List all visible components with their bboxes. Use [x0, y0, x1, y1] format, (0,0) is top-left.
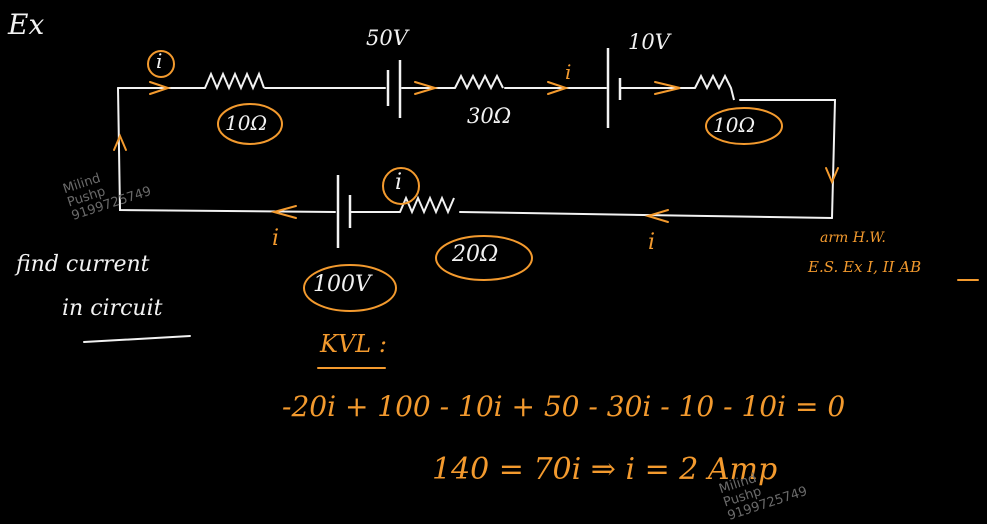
homework-line-2: E.S. Ex I, II AB — [808, 258, 922, 276]
resistor-r1 — [204, 71, 265, 91]
label-r3: 10Ω — [713, 113, 756, 137]
battery-v1 — [386, 60, 402, 118]
circuit-wires — [117, 87, 837, 219]
underlines — [83, 279, 979, 369]
current-arrows — [113, 81, 839, 223]
example-heading: Ex — [8, 8, 45, 41]
resistor-r4 — [399, 195, 455, 215]
circuit-board — [83, 48, 979, 369]
current-label-top-mid: i — [565, 60, 572, 84]
current-label-bottom-right: i — [648, 230, 656, 255]
label-r4: 20Ω — [452, 242, 499, 267]
kvl-equation: -20i + 100 - 10i + 50 - 30i - 10 - 10i =… — [282, 390, 846, 423]
label-v2: 10V — [628, 30, 670, 54]
resistor-r3 — [694, 73, 735, 101]
battery-v2 — [606, 48, 622, 128]
current-label-bottom-mid: i — [395, 170, 403, 195]
resistor-r2 — [454, 73, 504, 91]
label-v1: 50V — [366, 26, 408, 50]
homework-line-1: arm H.W. — [820, 230, 886, 246]
battery-v3 — [336, 175, 352, 248]
label-v3: 100V — [313, 272, 371, 297]
question-line-2: in circuit — [62, 296, 163, 321]
label-r2: 30Ω — [467, 104, 512, 128]
result-equation: 140 = 70i ⇒ i = 2 Amp — [432, 452, 778, 487]
label-r1: 10Ω — [225, 111, 268, 135]
highlight-circles — [147, 50, 783, 312]
current-label-bottom-left: i — [272, 226, 280, 251]
current-label-top-left: i — [156, 49, 163, 73]
method-label: KVL : — [320, 330, 387, 358]
question-line-1: find current — [16, 252, 150, 277]
